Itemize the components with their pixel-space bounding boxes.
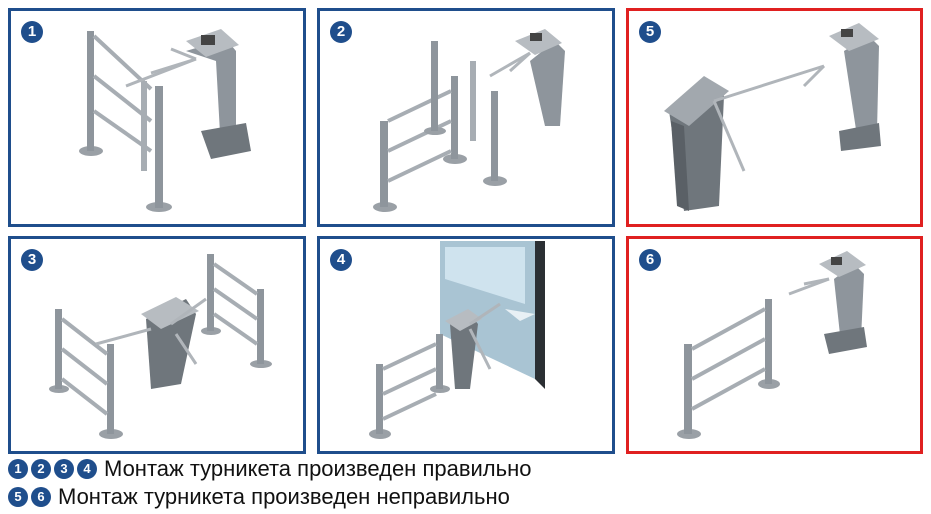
panel-3: 3 xyxy=(8,236,306,454)
turnstile-illustration xyxy=(664,23,881,211)
panel-number-badge: 6 xyxy=(639,249,661,271)
legend-number-badge: 6 xyxy=(31,487,51,507)
turnstile-illustration xyxy=(49,254,272,439)
panel-number-badge: 1 xyxy=(21,21,43,43)
turnstile-illustration xyxy=(373,29,565,212)
legend-incorrect: 5 6 Монтаж турникета произведен неправил… xyxy=(8,484,510,510)
legend-number-badge: 1 xyxy=(8,459,28,479)
panel-2: 2 xyxy=(317,8,615,227)
legend-number-badge: 2 xyxy=(31,459,51,479)
legend-text-incorrect: Монтаж турникета произведен неправильно xyxy=(58,484,510,509)
turnstile-illustration xyxy=(677,251,867,439)
panel-4: 4 xyxy=(317,236,615,454)
turnstile-illustration xyxy=(369,241,545,439)
panel-number-badge: 2 xyxy=(330,21,352,43)
panel-1: 1 xyxy=(8,8,306,227)
panel-number-badge: 5 xyxy=(639,21,661,43)
legend-number-badge: 4 xyxy=(77,459,97,479)
legend-number-badge: 5 xyxy=(8,487,28,507)
turnstile-illustration xyxy=(79,29,251,212)
panel-number-badge: 3 xyxy=(21,249,43,271)
panel-6: 6 xyxy=(626,236,923,454)
legend-correct: 1 2 3 4 Монтаж турникета произведен прав… xyxy=(8,456,532,482)
legend-text-correct: Монтаж турникета произведен правильно xyxy=(104,456,532,481)
panel-5: 5 xyxy=(626,8,923,227)
legend-number-badge: 3 xyxy=(54,459,74,479)
panel-number-badge: 4 xyxy=(330,249,352,271)
